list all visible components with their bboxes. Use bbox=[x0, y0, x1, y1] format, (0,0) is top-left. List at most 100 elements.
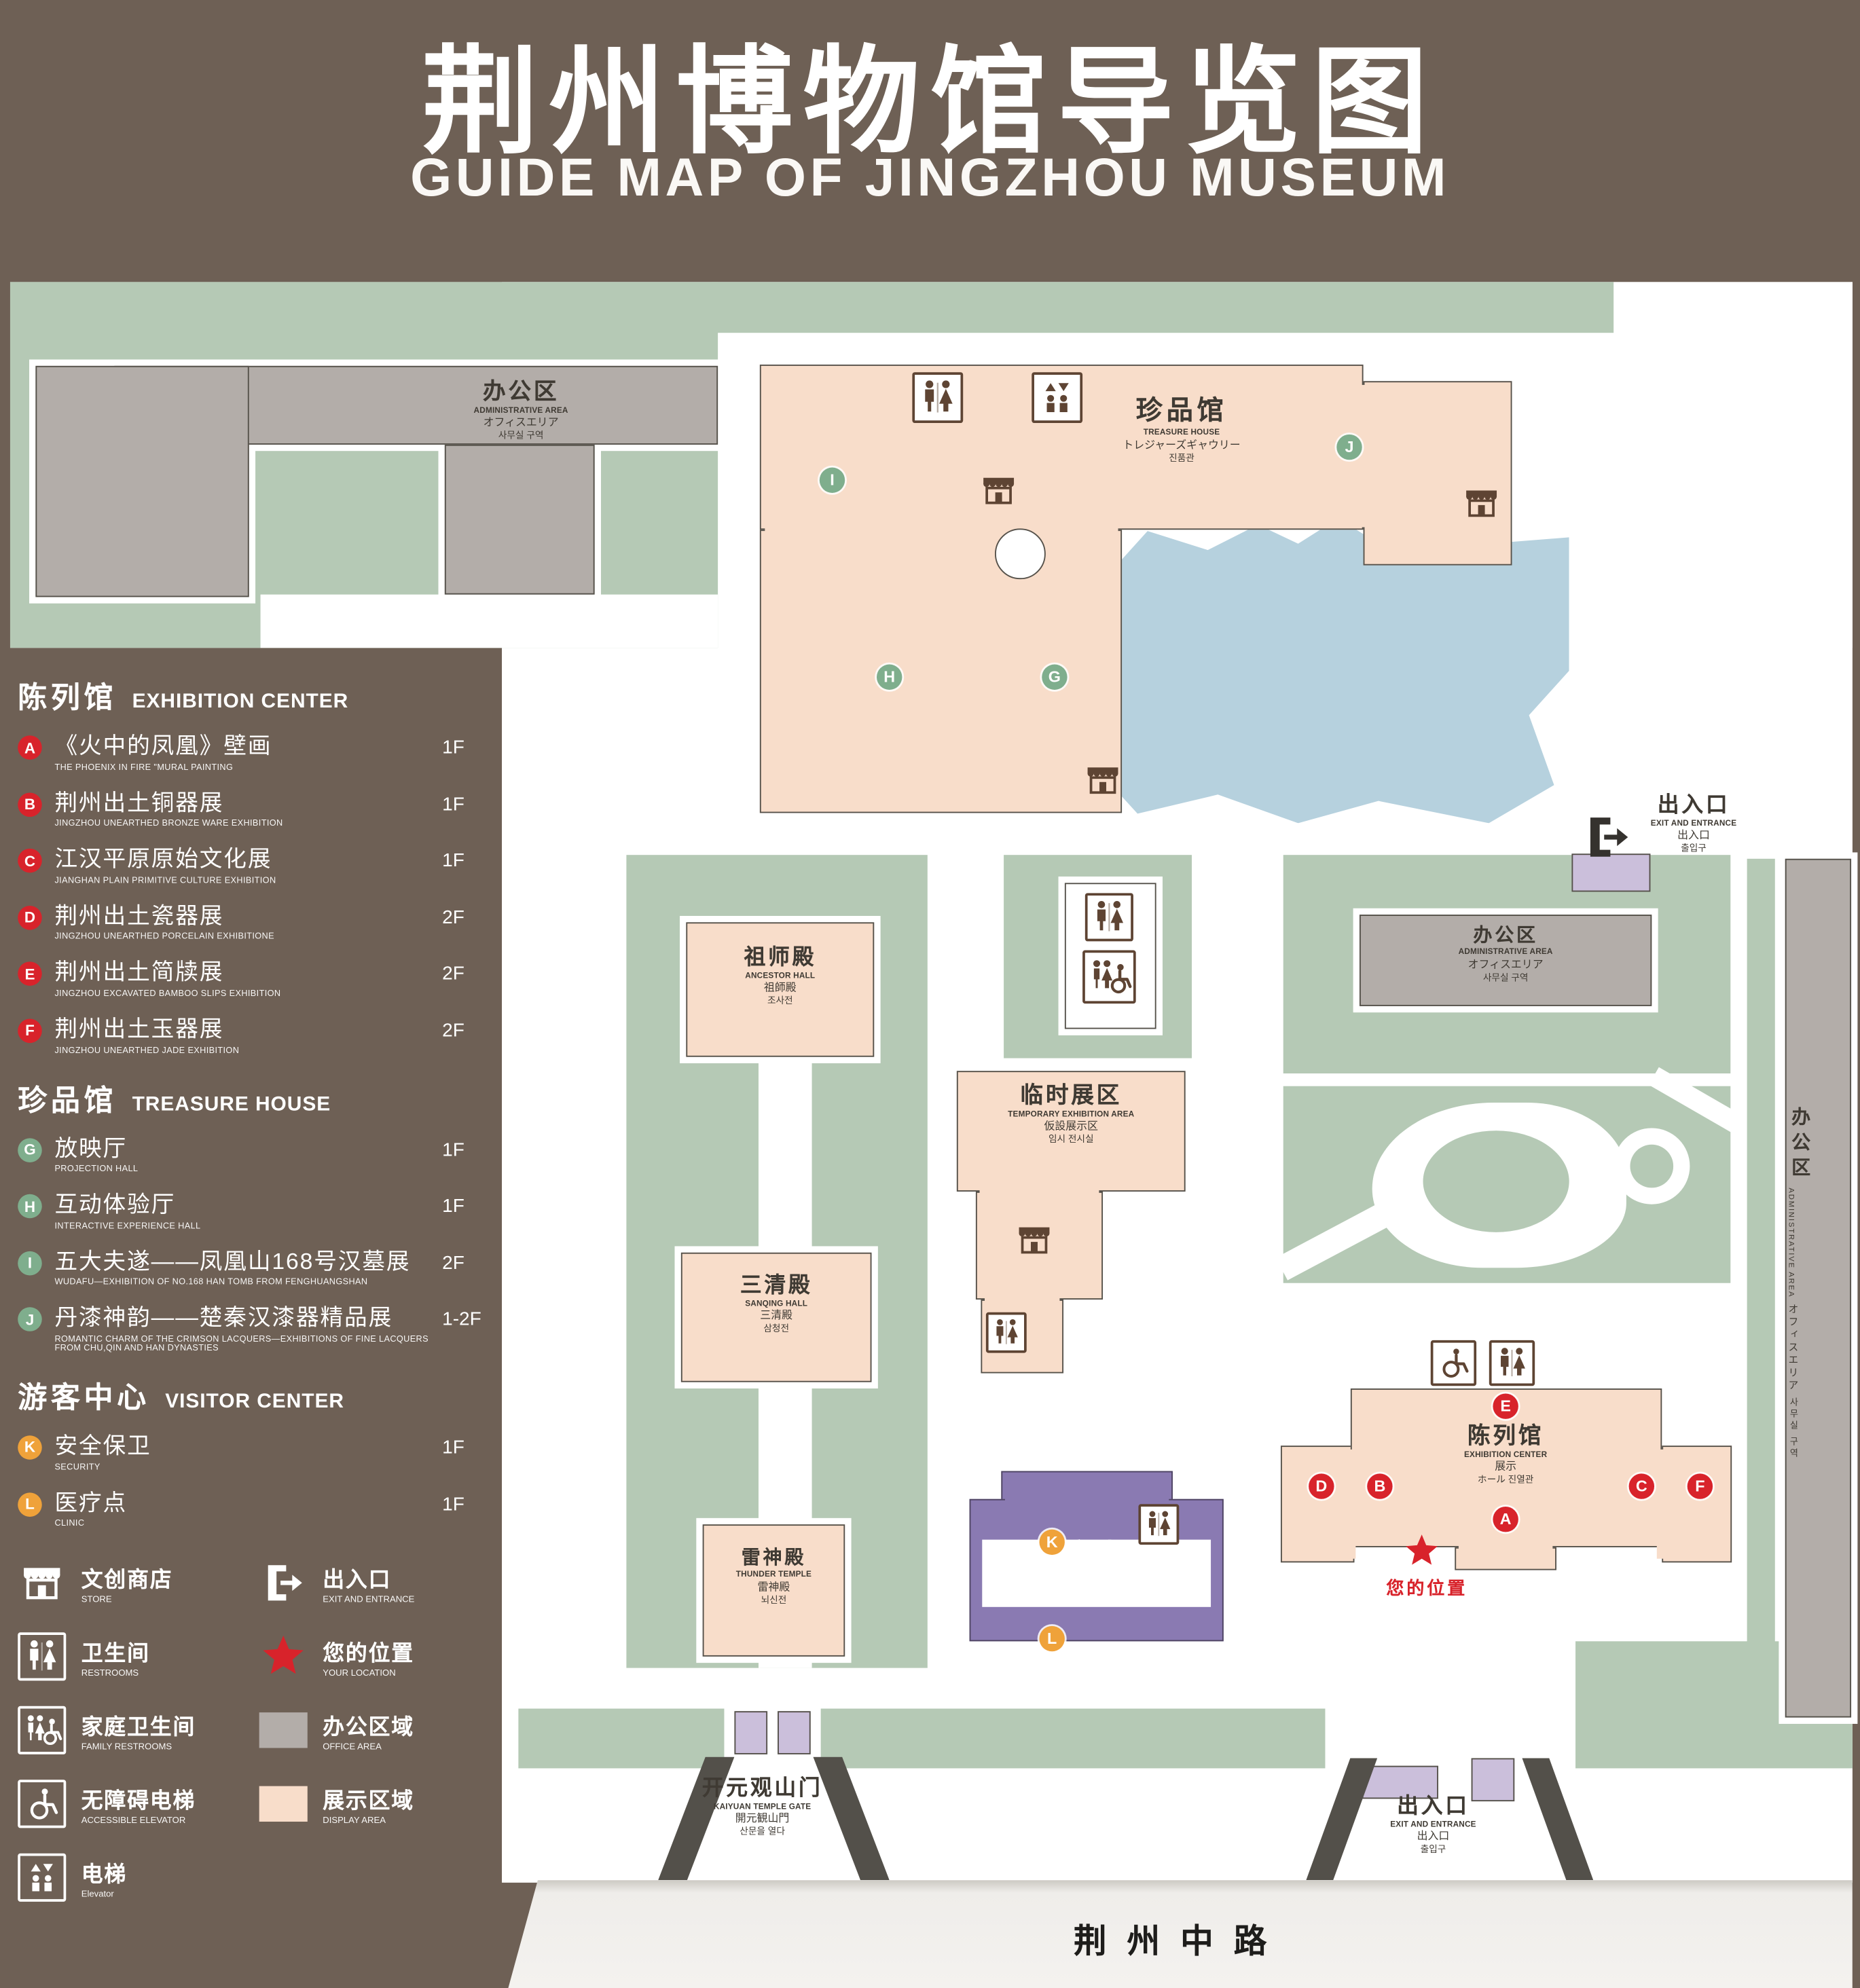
legend-marker-I: I bbox=[18, 1251, 42, 1276]
exit-icon bbox=[1581, 811, 1635, 864]
building-ancestor-hall bbox=[686, 922, 875, 1057]
symbol-name-zh: 展示区域 bbox=[323, 1788, 414, 1814]
label-exit-right: 出入口 EXIT AND ENTRANCE 出入口 출입구 bbox=[1650, 792, 1737, 854]
section-title-zh: 陈列馆 bbox=[18, 680, 117, 714]
label-admin-top: 办公区 ADMINISTRATIVE AREA オフィスエリア 사무실 구역 bbox=[473, 378, 568, 441]
patch bbox=[985, 1294, 1060, 1305]
legend-floor: 1F bbox=[442, 1493, 464, 1515]
patch bbox=[979, 1186, 1099, 1197]
patch bbox=[1656, 1449, 1667, 1559]
building-admin-mid bbox=[1359, 915, 1652, 1006]
legend-symbol-accessible: 无障碍电梯 ACCESSIBLE ELEVATOR bbox=[18, 1778, 221, 1831]
entrance-block-right bbox=[1571, 853, 1651, 892]
item-name-zh: 五大夫遂——凤凰山168号汉墓展 bbox=[54, 1248, 411, 1274]
map-marker-A: A bbox=[1493, 1507, 1518, 1532]
item-name-zh: 《火中的凤凰》壁画 bbox=[54, 733, 272, 758]
legend-marker-G: G bbox=[18, 1137, 42, 1162]
map-marker-J: J bbox=[1336, 434, 1362, 460]
restroom-icon bbox=[1138, 1504, 1180, 1545]
label-admin-mid: 办公区 ADMINISTRATIVE AREA オフィスエリア 사무실 구역 bbox=[1458, 925, 1553, 983]
map-marker-B: B bbox=[1367, 1473, 1393, 1499]
symbol-name-en: ACCESSIBLE ELEVATOR bbox=[81, 1816, 186, 1826]
symbol-name-zh: 无障碍电梯 bbox=[81, 1788, 196, 1814]
patch bbox=[1458, 1542, 1553, 1553]
office-area-swatch bbox=[259, 1712, 308, 1748]
restroom-icon bbox=[1489, 1340, 1535, 1386]
legend-marker-D: D bbox=[18, 905, 42, 930]
green-band-bottom-left bbox=[518, 1708, 725, 1769]
page-title: 荆州博物馆导览图 bbox=[422, 38, 1438, 168]
gate-block-left bbox=[734, 1711, 768, 1754]
symbol-name-zh: 家庭卫生间 bbox=[81, 1715, 196, 1740]
symbol-name-en: STORE bbox=[81, 1596, 112, 1605]
road-label: 荆州中路 bbox=[1073, 1921, 1288, 1960]
garden-island bbox=[1423, 1130, 1569, 1232]
legend-marker-A: A bbox=[18, 735, 42, 760]
store-icon bbox=[1014, 1219, 1055, 1260]
restroom-icon bbox=[985, 1312, 1027, 1353]
legend-symbol-text: 无障碍电梯 ACCESSIBLE ELEVATOR bbox=[81, 1782, 196, 1826]
store-icon bbox=[1461, 483, 1502, 523]
legend-item-I: I 五大夫遂——凤凰山168号汉墓展 WUDAFU—EXHIBITION OF NO… bbox=[18, 1249, 493, 1287]
garden-island-small bbox=[1630, 1144, 1674, 1188]
your-location-star-icon bbox=[1403, 1532, 1441, 1570]
symbol-name-en: OFFICE AREA bbox=[323, 1743, 382, 1752]
label-temporary-exhibition: 临时展区 TEMPORARY EXHIBITION AREA 仮設展示区 임시 … bbox=[1008, 1082, 1135, 1145]
symbol-name-zh: 文创商店 bbox=[81, 1568, 173, 1592]
legend-floor: 1F bbox=[442, 737, 464, 758]
symbol-name-en: Elevator bbox=[81, 1890, 114, 1900]
store-icon bbox=[979, 470, 1019, 511]
star-icon bbox=[259, 1632, 308, 1680]
exit-icon bbox=[259, 1559, 308, 1607]
section-title-zh: 游客中心 bbox=[18, 1380, 150, 1414]
map-marker-I: I bbox=[819, 467, 845, 493]
building-sanqing-hall bbox=[680, 1252, 872, 1382]
legend-floor: 2F bbox=[442, 1252, 464, 1274]
label-thunder-temple: 雷神殿 THUNDER TEMPLE 雷神殿 뇌신전 bbox=[735, 1547, 812, 1606]
legend-marker-E: E bbox=[18, 962, 42, 987]
legend-item-text: 五大夫遂——凤凰山168号汉墓展 WUDAFU—EXHIBITION OF NO.… bbox=[54, 1249, 437, 1287]
section-title-en: TREASURE HOUSE bbox=[132, 1093, 331, 1115]
store-icon bbox=[1164, 1560, 1209, 1606]
symbol-name-en: RESTROOMS bbox=[81, 1669, 139, 1678]
label-sanqing-hall: 三清殿 SANQING HALL 三清殿 삼청전 bbox=[740, 1272, 813, 1334]
legend-marker-J: J bbox=[18, 1307, 42, 1332]
building-admin-right-strip bbox=[1785, 858, 1852, 1718]
plaza-circle bbox=[994, 528, 1046, 580]
map-marker-C: C bbox=[1628, 1473, 1655, 1499]
item-name-en: WUDAFU—EXHIBITION OF NO.168 HAN TOMB FRO… bbox=[54, 1278, 368, 1287]
map-marker-L: L bbox=[1039, 1625, 1065, 1652]
item-name-en: SECURITY bbox=[54, 1462, 101, 1472]
restroom-icon bbox=[1084, 893, 1133, 942]
restroom-icon bbox=[912, 372, 964, 424]
item-name-en: JINGZHOU UNEARTHED PORCELAIN EXHIBITIONE bbox=[54, 933, 274, 942]
elevator-icon bbox=[1032, 372, 1083, 424]
green-strip-right bbox=[1747, 858, 1775, 1718]
label-exhibition-center: 陈列馆 EXHIBITION CENTER 展示 ホール 진열관 bbox=[1463, 1422, 1548, 1486]
building-temporary-annex bbox=[975, 1191, 1104, 1300]
legend-marker-C: C bbox=[18, 849, 42, 873]
map-marker-K: K bbox=[1039, 1529, 1065, 1556]
legend-floor: 1F bbox=[442, 1436, 464, 1458]
label-exit-bottom: 出入口 EXIT AND ENTRANCE 出入口 출입구 bbox=[1390, 1793, 1476, 1855]
